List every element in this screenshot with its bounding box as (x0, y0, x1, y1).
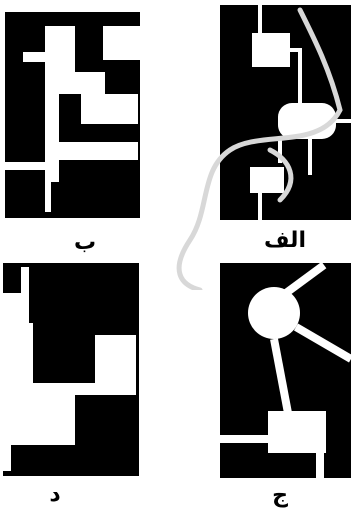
watermark-scribble (150, 0, 350, 294)
panel-jim-label: ج (265, 485, 295, 507)
panel-dal-label: د (40, 484, 70, 506)
panel-jim-figure (220, 263, 351, 478)
watermark-shape (150, 0, 350, 290)
panel-dal-figure (3, 263, 139, 476)
plan-dal-diagram (3, 263, 139, 476)
panel-b-label: ب (70, 232, 100, 254)
plan-jim-diagram (220, 263, 351, 478)
plan-b-diagram (5, 12, 140, 228)
panel-b-figure (5, 12, 140, 228)
